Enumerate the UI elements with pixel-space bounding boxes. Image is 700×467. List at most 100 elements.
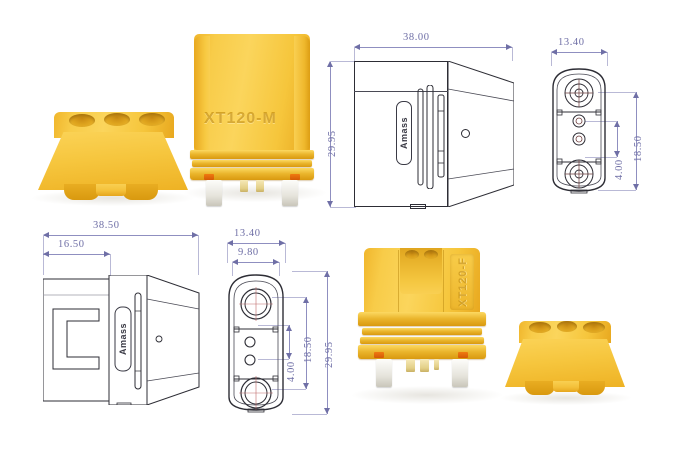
cap-hole-2 <box>104 113 130 126</box>
male-side-pivot-circle <box>461 129 470 138</box>
dim-29-95-bot-text: 29.95 <box>324 341 335 368</box>
dim-16-50-arrow-left <box>43 251 49 257</box>
dim-38-00-line <box>354 47 512 48</box>
male-latch-left <box>204 174 214 180</box>
dim-18-50-bot-ext-top <box>272 297 306 298</box>
dim-13-40-top-text: 13.40 <box>558 37 585 48</box>
male-side-body <box>354 61 448 207</box>
female-cap-hole-3 <box>583 322 605 333</box>
male-front-svg <box>552 68 606 194</box>
dim-29-95-top-arrow-up <box>327 61 333 67</box>
female-emboss-label: XT120-F <box>456 257 469 307</box>
female-shadow <box>352 386 502 404</box>
male-cap-photo <box>32 104 194 206</box>
female-flange-1 <box>358 312 486 326</box>
dim-38-00-ext-right <box>512 47 513 61</box>
dim-13-40-bot-text: 13.40 <box>234 228 261 239</box>
dim-13-40-top-line <box>551 52 607 53</box>
male-signal-pin-2 <box>256 180 264 192</box>
dim-18-50-top-text: 18.50 <box>633 135 644 162</box>
female-side-amass-tag: Amass <box>115 307 131 371</box>
dim-13-40-bot-ext-left <box>227 243 228 263</box>
female-seam-left <box>398 250 399 312</box>
dim-13-40-bot-arrow-left <box>227 240 233 246</box>
dim-4-00-top-arrow-up <box>614 121 620 127</box>
female-power-pin-left <box>376 359 392 387</box>
male-side-step-line <box>354 91 448 92</box>
dim-18-50-bot-arrow-up <box>303 297 309 303</box>
dim-9-80-text: 9.80 <box>238 247 259 258</box>
female-mouth-hole-2 <box>424 250 438 259</box>
male-flange-2 <box>192 160 312 167</box>
dim-4-00-bot-ext-top <box>258 325 289 326</box>
dim-4-00-top-arrow-down <box>614 151 620 157</box>
dim-13-40-top-ext-left <box>551 52 552 66</box>
male-power-pin-left <box>206 180 222 206</box>
dim-4-00-bot-arrow-up <box>286 325 292 331</box>
female-signal-pin-2 <box>420 359 429 372</box>
cap-foot-bridge <box>96 184 126 196</box>
dim-4-00-bot-ext-bottom <box>258 359 289 360</box>
female-cap-foot-2 <box>575 381 605 395</box>
male-side-amass-tag: Amass <box>396 101 412 165</box>
cap-hole-1 <box>69 114 95 127</box>
female-mouth-hole-1 <box>405 250 419 259</box>
female-flange-4 <box>358 345 486 359</box>
dim-29-95-bot-ext-top <box>292 271 327 272</box>
female-cap-photo <box>501 315 631 405</box>
dim-29-95-bot-arrow-up <box>324 271 330 277</box>
dim-38-50-text: 38.50 <box>93 220 120 231</box>
female-cap-shadow <box>501 391 631 405</box>
dim-29-95-bot-line <box>327 271 328 414</box>
male-side-nose-svg <box>447 60 515 208</box>
female-flange-3 <box>360 337 484 344</box>
dim-4-00-bot-arrow-down <box>286 353 292 359</box>
dim-38-00-ext-left <box>354 47 355 61</box>
male-side-blades-svg <box>417 84 445 190</box>
dim-16-50-text: 16.50 <box>58 239 85 250</box>
female-latch-left <box>374 352 384 358</box>
male-emboss-label: XT120-M <box>204 110 277 127</box>
male-signal-pin-1 <box>240 180 248 192</box>
dim-13-40-bot-ext-right <box>285 243 286 263</box>
female-side-drawing: Amass <box>42 274 203 407</box>
female-signal-pin-1 <box>406 359 415 372</box>
male-connector-photo: XT120-M <box>184 34 326 206</box>
dim-29-95-top-ext-top <box>330 61 356 62</box>
dim-4-00-top-line <box>617 121 618 157</box>
male-latch-right <box>290 174 300 180</box>
dim-29-95-top-line <box>330 61 331 207</box>
male-side-drawing: Amass <box>354 60 515 209</box>
dim-29-95-bot-ext-bottom <box>292 414 327 415</box>
male-front-drawing <box>549 66 609 194</box>
dim-13-40-top-ext-right <box>607 52 608 66</box>
dim-38-00-text: 38.00 <box>403 32 430 43</box>
male-side-amass-text: Amass <box>399 116 409 150</box>
dim-9-80-ext-left <box>232 262 233 276</box>
dim-38-00-arrow-left <box>354 44 360 50</box>
female-side-amass-text: Amass <box>118 322 128 356</box>
dim-18-50-top-ext-top <box>598 92 636 93</box>
dim-18-50-top-arrow-down <box>633 184 639 190</box>
cap-body <box>38 132 188 190</box>
cap-hole-3 <box>139 113 165 126</box>
female-signal-pin-3 <box>434 359 439 370</box>
dim-38-50-ext-right <box>198 235 199 275</box>
male-shell <box>194 34 310 152</box>
dim-38-00-arrow-right <box>506 44 512 50</box>
cap-foot-2 <box>122 184 158 200</box>
female-label-plaque <box>450 254 474 310</box>
dim-38-50-arrow-right <box>192 232 198 238</box>
dim-18-50-bot-text: 18.50 <box>303 336 314 363</box>
female-cap-body <box>505 339 625 387</box>
dim-9-80-arrow-right <box>273 259 279 265</box>
dim-4-00-bot-line <box>289 325 290 359</box>
dim-16-50-ext-right <box>110 254 111 276</box>
female-connector-photo: XT120-F <box>352 248 502 404</box>
dim-38-50-line <box>43 235 198 236</box>
male-shell-right-edge <box>294 36 310 150</box>
dim-18-50-bot-arrow-down <box>303 383 309 389</box>
dim-18-50-top-arrow-up <box>633 92 639 98</box>
dim-13-40-bot-arrow-right <box>279 240 285 246</box>
